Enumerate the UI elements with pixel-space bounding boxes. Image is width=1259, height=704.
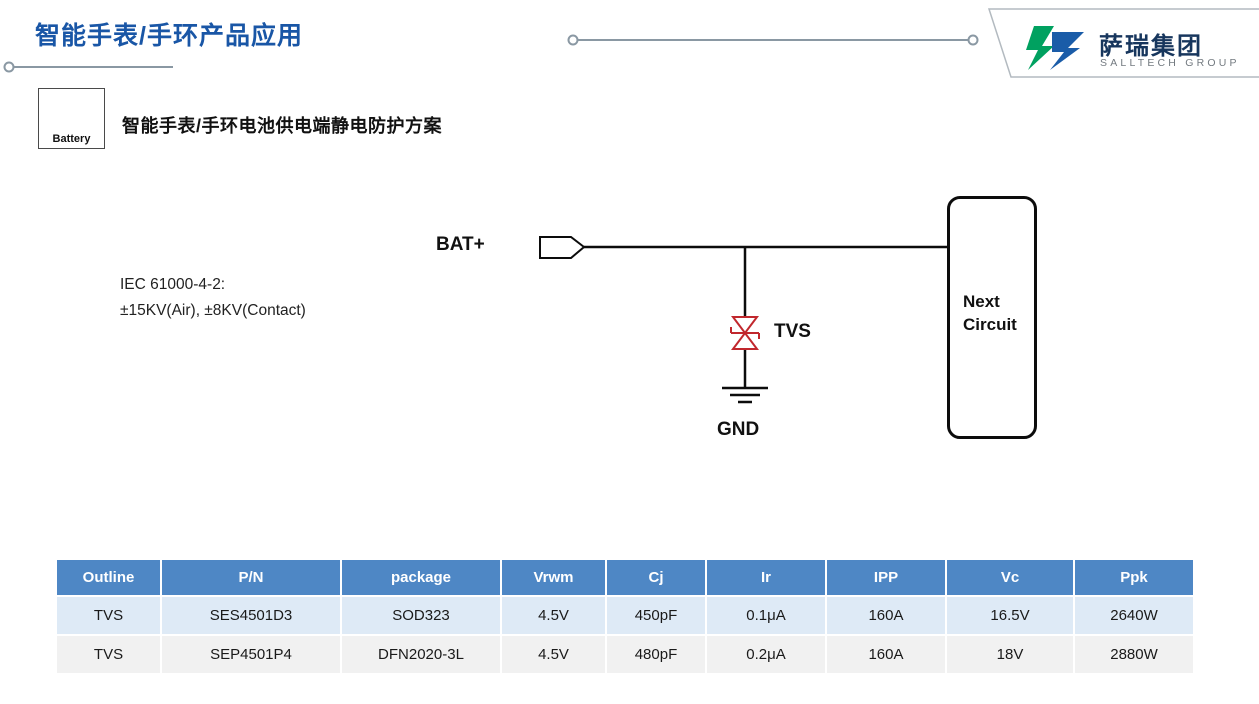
bat-plus-label: BAT+ [436,234,485,255]
table-header-cj: Cj [607,560,707,597]
next-circuit-label: Next Circuit [963,292,1017,334]
table-header-ir: Ir [707,560,827,597]
table-cell: 0.2μA [707,636,827,675]
table-header-ipp: IPP [827,560,947,597]
table-cell: 4.5V [502,597,607,636]
table-cell: 480pF [607,636,707,675]
table-row: TVS SES4501D3 SOD323 4.5V 450pF 0.1μA 16… [57,597,1195,636]
salltech-logo-icon [1026,26,1084,70]
table-header-row: Outline P/N package Vrwm Cj Ir IPP Vc Pp… [57,560,1195,597]
table-header-vc: Vc [947,560,1075,597]
table-cell: 160A [827,636,947,675]
next-circuit-block: Next Circuit [947,196,1037,439]
iec-note-line2: ±15KV(Air), ±8KV(Contact) [120,302,306,319]
table-cell: 0.1μA [707,597,827,636]
ground-symbol [722,386,768,404]
logo-subtitle: SALLTECH GROUP [1100,57,1240,69]
logo-company-name: 萨瑞集团 [1099,33,1203,60]
table-cell: 4.5V [502,636,607,675]
table-header-package: package [342,560,502,597]
battery-icon-box: Battery [38,88,105,149]
table-cell: SEP4501P4 [162,636,342,675]
table-cell: TVS [57,636,162,675]
page-title: 智能手表/手环产品应用 [35,22,303,50]
table-header-pn: P/N [162,560,342,597]
table-cell: 160A [827,597,947,636]
table-cell: 18V [947,636,1075,675]
table-cell: 2880W [1075,636,1195,675]
table-row: TVS SEP4501P4 DFN2020-3L 4.5V 480pF 0.2μ… [57,636,1195,675]
table-header-outline: Outline [57,560,162,597]
circuit-wires [584,245,947,387]
title-connector-line [567,34,979,46]
table-header-ppk: Ppk [1075,560,1195,597]
gnd-label: GND [717,419,760,440]
section-heading: 智能手表/手环电池供电端静电防护方案 [122,116,442,136]
table-cell: TVS [57,597,162,636]
bat-connector-symbol [539,236,586,259]
table-cell: DFN2020-3L [342,636,502,675]
iec-note-line1: IEC 61000-4-2: [120,276,226,293]
table-cell: 2640W [1075,597,1195,636]
tvs-label: TVS [774,321,811,342]
tvs-parts-table: Outline P/N package Vrwm Cj Ir IPP Vc Pp… [57,560,1195,675]
table-cell: 16.5V [947,597,1075,636]
table-cell: SES4501D3 [162,597,342,636]
table-header-vrwm: Vrwm [502,560,607,597]
table-cell: SOD323 [342,597,502,636]
tvs-diode-symbol [730,316,760,350]
table-cell: 450pF [607,597,707,636]
left-edge-connector-line [3,61,173,73]
battery-icon-label: Battery [52,133,91,145]
iec-standard-note: IEC 61000-4-2: ±15KV(Air), ±8KV(Contact) [120,272,306,324]
